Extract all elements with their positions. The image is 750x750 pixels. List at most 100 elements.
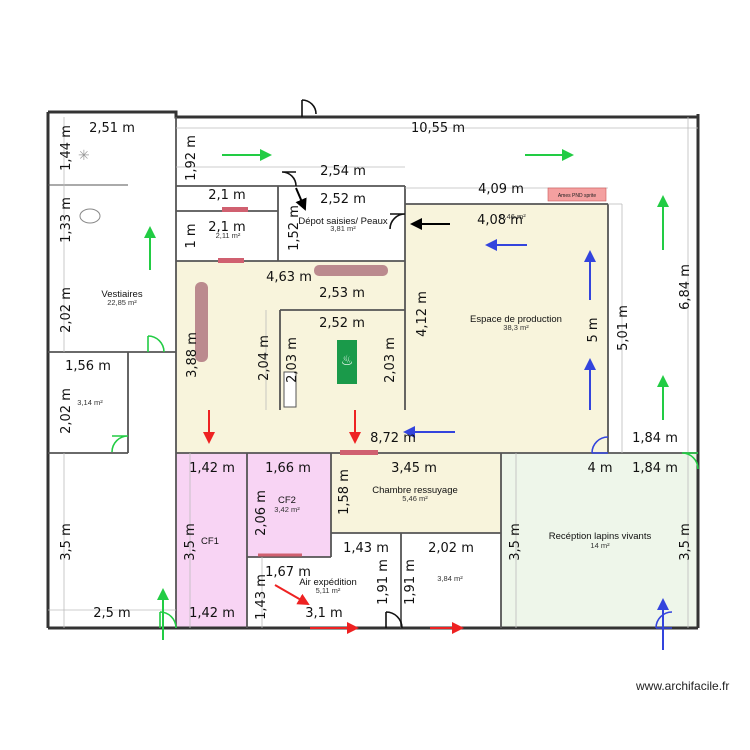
threshold-mark [218,258,244,263]
dimension-label: 1,33 m [59,197,74,243]
handwash-sign-icon: ♨ [341,352,354,368]
wall-fixture-label: Ames PND sprite [558,193,597,199]
ressuyage-fill [331,453,501,533]
room-labels: Vestiaires 22,85 m² 3,14 m² 2,11 m² Dépo… [77,212,651,595]
dimension-label: 1,84 m [632,461,678,476]
room-area: 0,46 m² [500,212,526,221]
cf1-fill [176,453,247,628]
interior-walls [48,117,698,628]
dimension-label: 1,91 m [376,559,391,605]
dimension-label: 2,02 m [59,287,74,333]
dimension-label: 4 m [587,461,612,476]
room-name: Espace de production [470,314,562,325]
room-name: Vestiaires [101,289,142,300]
threshold-mark [340,450,378,455]
dimension-label: 2,54 m [320,164,366,179]
dimension-label: 4,12 m [415,291,430,337]
dimension-label: 1,66 m [265,461,311,476]
dimension-label: 5 m [586,317,601,342]
dimension-label: 3,1 m [305,606,342,621]
room-area: 3,14 m² [77,398,103,407]
dimension-label: 1,58 m [337,469,352,515]
dimension-label: 1,84 m [632,431,678,446]
dimension-label: 1,91 m [403,559,418,605]
flow-arrows-red [203,410,464,634]
handwash-sign [337,340,357,384]
door-icon [591,436,609,454]
door-icon [301,99,317,117]
toilet-icon [79,208,101,224]
dimension-label: 1,92 m [184,135,199,181]
dimension-label: 3,5 m [183,523,198,560]
room-name: CF2 [278,495,296,506]
room-area: 5,46 m² [402,494,428,503]
door-icon [147,335,165,353]
door-icon [389,213,406,230]
door-icon [681,452,699,470]
fixtures: Ames PND sprite ♨ ✳ [78,147,607,557]
room-name: CF1 [201,536,219,547]
room-name: Chambre ressuyage [372,485,458,496]
dimension-label: 3,88 m [185,332,200,378]
flow-arrows-black [295,187,450,230]
exterior-walls [46,110,700,630]
room-name: Air expédition [299,577,357,588]
dimension-label: 3,5 m [59,523,74,560]
wall-fixture [547,187,607,202]
production-fill [176,261,405,453]
dimension-label: 2,53 m [319,286,365,301]
dimension-label: 2,02 m [59,388,74,434]
dimension-label: 3,5 m [508,523,523,560]
room-area: 38,3 m² [503,323,529,332]
dimension-label: 4,09 m [478,182,524,197]
dimension-label: 3,5 m [678,523,693,560]
flow-arrows-blue [403,239,669,650]
room-name: Dépot saisies/ Peaux [298,216,387,227]
sink-fixture [283,371,297,408]
dimension-label: 1,67 m [265,565,311,580]
door-icon [111,435,129,453]
dimension-label: 2,1 m [208,188,245,203]
dimension-label: 2,03 m [383,337,398,383]
work-table-horizontal [314,265,388,276]
dimension-label: 4,63 m [266,270,312,285]
dimension-label: 1,43 m [343,541,389,556]
dimension-label: 2,5 m [93,606,130,621]
room-area: 3,84 m² [437,574,463,583]
dimension-label: 1,44 m [59,125,74,171]
dimension-label: 3,45 m [391,461,437,476]
dimension-label: 8,72 m [370,431,416,446]
room-area: 2,11 m² [216,231,241,240]
dimension-label: 2,02 m [428,541,474,556]
room-fills [176,204,698,628]
dimension-label: 2,04 m [257,335,272,381]
threshold-mark [222,207,248,212]
room-area: 22,85 m² [107,298,137,307]
dimension-label: 1,42 m [189,606,235,621]
cf2-fill [247,453,331,557]
door-icon [281,171,297,187]
dimension-label: 2,51 m [89,121,135,136]
watermark: www.archifacile.fr [636,679,730,693]
dimension-label: 1,43 m [254,574,269,620]
dimension-label: 2,03 m [285,337,300,383]
work-table-vertical [195,282,208,362]
dimension-label: 1,56 m [65,359,111,374]
room-area: 3,42 m² [274,505,300,514]
room-area: 3,81 m² [330,224,356,233]
doors [111,99,699,629]
dimension-label: 4,08 m [477,213,523,228]
dimension-label: 6,84 m [678,264,693,310]
dimension-label: 2,06 m [254,490,269,536]
flow-arrows-green [144,149,669,640]
door-icon [385,611,403,629]
dimension-label: 2,52 m [319,316,365,331]
dimension-label: 1 m [184,223,199,248]
room-area: 5,11 m² [316,586,341,595]
shower-icon: ✳ [78,147,90,163]
dimension-label: 5,01 m [616,305,631,351]
room-area: 14 m² [590,541,610,550]
dimension-label: 1,52 m [287,205,302,251]
dimension-labels: 2,51 m 10,55 m 1,44 m 1,92 m 2,54 m 2,1 … [59,121,693,621]
